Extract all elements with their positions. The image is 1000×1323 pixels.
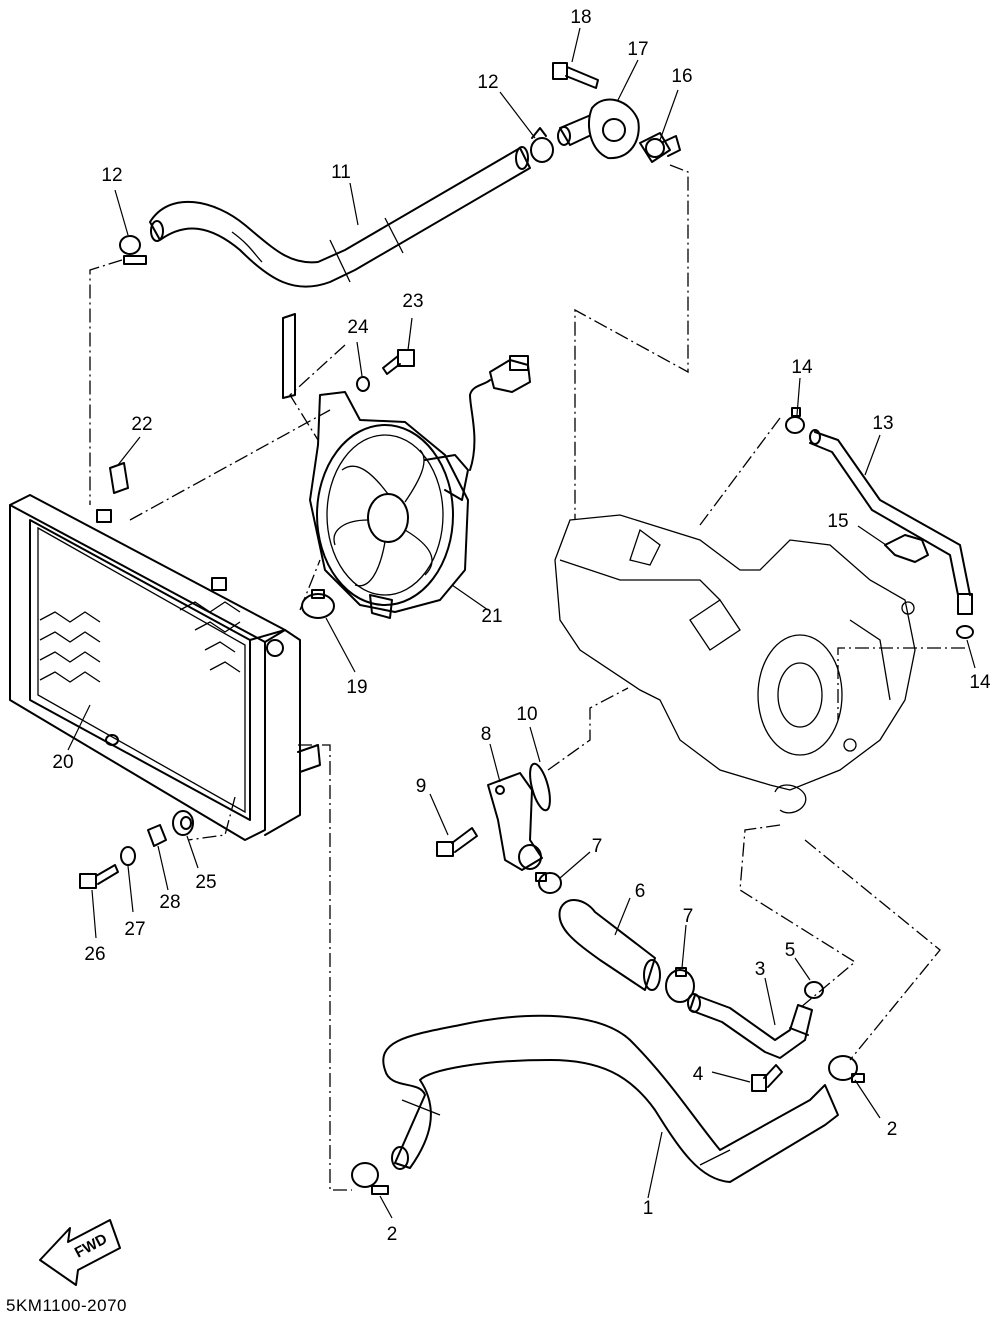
callout-7-lower: 7: [683, 906, 694, 927]
callout-22: 22: [131, 414, 152, 435]
callout-18: 18: [570, 7, 591, 28]
callout-17: 17: [627, 39, 648, 60]
callout-28: 28: [159, 892, 180, 913]
callout-20: 20: [52, 752, 73, 773]
radiator-cap: [301, 589, 335, 619]
callout-13: 13: [872, 413, 893, 434]
callout-4: 4: [693, 1064, 704, 1085]
clamp-7-upper: [535, 872, 562, 894]
bolt-23: [382, 349, 415, 375]
bolt-9: [436, 827, 478, 857]
callout-12-left: 12: [101, 165, 122, 186]
o-ring-5: [804, 981, 824, 999]
thermo-switch: [639, 132, 681, 163]
clamp-14-lower: [956, 625, 974, 639]
washer-27: [120, 846, 136, 866]
clamp-2-right: [828, 1055, 865, 1083]
callout-25: 25: [195, 872, 216, 893]
callout-24: 24: [347, 317, 369, 338]
callout-5: 5: [785, 940, 796, 961]
callout-14-upper: 14: [791, 357, 813, 378]
callout-2-left: 2: [387, 1224, 398, 1245]
callout-3: 3: [755, 959, 766, 980]
lower-radiator-hose: [382, 1014, 839, 1183]
callout-numbers: 12 11 12 18 17 16 23 24 22 21 19 20 14 1…: [52, 7, 991, 1245]
callout-16: 16: [671, 66, 692, 87]
callout-19: 19: [346, 677, 367, 698]
cooling-fan-assembly: [282, 313, 531, 619]
diagram-code: 5KM1100-2070: [6, 1296, 127, 1315]
engine-outline: [554, 514, 916, 814]
callout-27: 27: [124, 919, 145, 940]
collar-28: [147, 824, 167, 847]
clamp-7-lower: [665, 967, 695, 1003]
upper-radiator-hose: [149, 146, 531, 288]
grommet-25: [172, 810, 194, 836]
outlet-pipe-fitting: [557, 98, 640, 160]
leader-lines: [67, 27, 976, 1219]
assembly-guide-lines: [89, 164, 965, 1191]
callout-11: 11: [331, 162, 351, 183]
forward-arrow: FWD: [39, 1219, 121, 1286]
radiator: [9, 494, 321, 841]
hose-clamp-upper: [530, 127, 554, 163]
clamp-2-left: [351, 1162, 389, 1195]
pipe-3: [687, 993, 813, 1059]
callout-7-upper: 7: [592, 836, 603, 857]
pump-outlet-8: [487, 772, 543, 871]
callout-15: 15: [827, 511, 848, 532]
o-ring-10: [529, 762, 551, 812]
callout-8: 8: [481, 724, 492, 745]
hose-6: [558, 899, 661, 991]
callout-26: 26: [84, 944, 105, 965]
bolt-26: [79, 864, 119, 889]
callout-2-right: 2: [887, 1119, 898, 1140]
clamp-14-upper: [785, 407, 805, 434]
bolt-4: [751, 1064, 783, 1092]
breather-pipe: [809, 429, 973, 615]
callout-21: 21: [481, 606, 502, 627]
washer-24: [356, 376, 370, 392]
callout-6: 6: [635, 881, 646, 902]
hose-clamp-left: [119, 235, 147, 265]
callout-10: 10: [516, 704, 537, 725]
callout-1: 1: [643, 1198, 654, 1219]
callout-14-lower: 14: [969, 672, 991, 693]
bolt-18: [552, 62, 599, 89]
clip-22: [109, 462, 129, 494]
holder-15: [884, 534, 929, 563]
callout-9: 9: [416, 776, 427, 797]
callout-23: 23: [402, 291, 423, 312]
callout-12-upper: 12: [477, 72, 498, 93]
